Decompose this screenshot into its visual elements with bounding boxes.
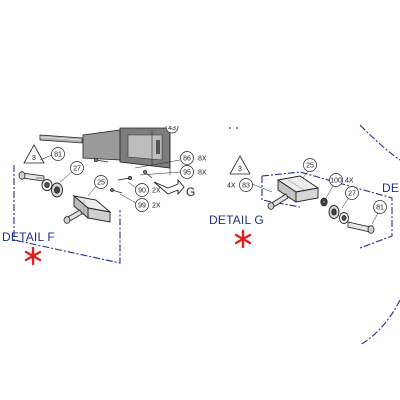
balloon-95-label: 95: [183, 170, 191, 177]
balloon-95: [180, 165, 194, 179]
balloon-g-81-label: 81: [376, 205, 384, 212]
detail-g-bracket: [276, 175, 320, 203]
balloon-86: [180, 151, 194, 165]
balloon-99: [135, 198, 149, 212]
balloon-f-27-label: 27: [73, 166, 81, 173]
partial-detail-boundary-lower: [359, 299, 400, 346]
detail-g-nut: [320, 197, 328, 207]
detail-g-washer: [328, 205, 349, 224]
balloon-g-83-label: 83: [242, 183, 250, 190]
balloon-86-label: 86: [183, 156, 191, 163]
svg-text:3: 3: [32, 155, 36, 162]
balloon-g-83: [239, 178, 253, 192]
detail-f-boundary: [13, 165, 121, 264]
balloon-99-label: 99: [138, 203, 146, 210]
balloon-g-81: [373, 200, 387, 214]
detail-g-qty: 4X: [345, 178, 354, 185]
assembly-panel: [82, 127, 171, 169]
balloon-g-25: [303, 158, 317, 172]
balloon-f-25-label: 25: [97, 180, 105, 187]
balloon-g-100-label: 100: [330, 178, 342, 185]
detail-g-label: DETAIL G: [209, 213, 264, 227]
assembly-rod: [39, 134, 83, 144]
partial-detail-label: DE: [382, 181, 399, 195]
boundary-dot: [229, 127, 231, 129]
detail-f-bracket: [72, 195, 112, 223]
assembly-screws: [94, 157, 153, 194]
detail-f-pin: [63, 209, 83, 224]
detail-f-washer: [41, 179, 63, 198]
balloon-g-27: [345, 186, 359, 200]
balloon-90-label: 90: [138, 188, 146, 195]
svg-text:3: 3: [238, 166, 242, 173]
qty-95: 8X: [198, 170, 207, 177]
partial-detail-boundary: [359, 124, 400, 161]
detail-g-boundary-left: [261, 176, 301, 208]
balloon-g-100: [329, 173, 343, 187]
balloon-g-27-label: 27: [348, 191, 356, 198]
detail-g-triangle-qty: 4X: [227, 183, 236, 190]
qty-86: 8X: [198, 156, 207, 163]
balloon-f-81: [51, 147, 65, 161]
view-arrow-icon: [153, 178, 185, 196]
detail-g-pin: [267, 193, 289, 210]
detail-f-triangle: 3: [23, 144, 45, 164]
balloon-f-27: [70, 161, 84, 175]
qty-99: 2X: [152, 203, 161, 210]
detail-g-triangle: 3: [229, 155, 251, 175]
balloon-f-25: [94, 175, 108, 189]
detail-g-asterisk-icon: [234, 229, 252, 249]
detail-g-bolt: [347, 221, 375, 234]
balloon-90: [135, 183, 149, 197]
detail-g-boundary: [261, 171, 393, 249]
detail-f-asterisk-icon: [24, 246, 42, 266]
balloon-43-label: 43: [168, 125, 176, 132]
detail-f-label: DETAIL F: [2, 230, 55, 244]
qty-90: 2X: [152, 188, 161, 195]
detail-f-bolt: [18, 171, 45, 182]
boundary-dot: [236, 127, 238, 129]
view-letter-g: G: [186, 185, 195, 199]
balloon-f-81-label: 81: [54, 152, 62, 159]
balloon-g-25-label: 25: [306, 163, 314, 170]
